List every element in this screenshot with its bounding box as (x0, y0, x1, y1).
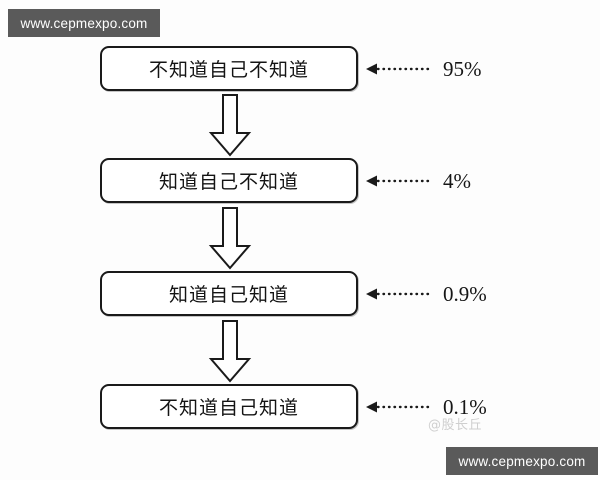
watermark-top-text: www.cepmexpo.com (20, 15, 148, 31)
flow-box-label-stage-3: 知道自己知道 (168, 284, 289, 306)
flow-box-stage-1[interactable]: 不知道自己不知道 (100, 46, 358, 91)
flow-box-stage-3[interactable]: 知道自己知道 (100, 271, 358, 316)
percent-value-stage-2: 4% (443, 168, 471, 193)
watermark-banner-bottom: www.cepmexpo.com (446, 447, 598, 475)
watermark-bottom-text: www.cepmexpo.com (458, 453, 586, 469)
flow-box-label-stage-2: 知道自己不知道 (158, 171, 299, 193)
annotation-row-stage-4: 0.1% (366, 394, 546, 420)
dotted-left-arrow-icon-1 (366, 63, 434, 75)
flow-box-stage-2[interactable]: 知道自己不知道 (100, 158, 358, 203)
watermark-faint-text: @股长丘 (428, 418, 483, 433)
dotted-left-arrow-icon-3 (366, 288, 434, 300)
flow-box-stage-4[interactable]: 不知道自己知道 (100, 384, 358, 429)
annotation-row-stage-2: 4% (366, 168, 546, 194)
annotation-row-stage-1: 95% (366, 56, 546, 82)
watermark-banner-top: www.cepmexpo.com (8, 9, 160, 37)
down-arrow-icon-3 (207, 319, 253, 383)
percent-value-stage-4: 0.1% (443, 394, 487, 419)
flow-box-label-stage-1: 不知道自己不知道 (148, 59, 309, 81)
down-arrow-icon-2 (207, 206, 253, 270)
down-arrow-icon-1 (207, 93, 253, 157)
annotation-row-stage-3: 0.9% (366, 281, 546, 307)
dotted-left-arrow-icon-2 (366, 175, 434, 187)
dotted-left-arrow-icon-4 (366, 401, 434, 413)
flow-box-label-stage-4: 不知道自己知道 (158, 397, 299, 419)
percent-value-stage-3: 0.9% (443, 281, 487, 306)
percent-value-stage-1: 95% (443, 56, 482, 81)
